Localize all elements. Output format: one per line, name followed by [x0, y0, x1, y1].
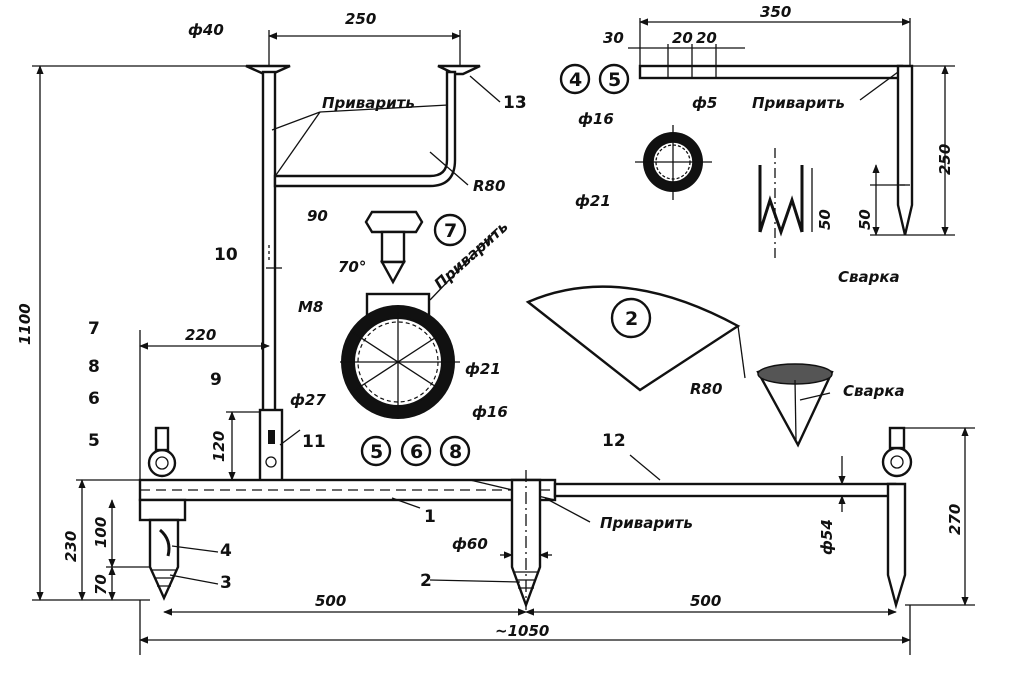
- dim-120: 120: [210, 431, 228, 462]
- dim-d27: ф27: [290, 391, 326, 409]
- dim-d16-small: ф16: [578, 110, 614, 128]
- part-10: 10: [214, 245, 238, 265]
- dim-350: 350: [760, 3, 791, 21]
- part-1: 1: [424, 507, 436, 527]
- part-3: 3: [220, 573, 232, 593]
- dim-d60: ф60: [452, 535, 488, 553]
- part-numbers: 1 2 3 4 5 6 7 8 9 10 11 12 13: [88, 93, 626, 593]
- collar-detail: [340, 210, 460, 419]
- part-11: 11: [302, 432, 326, 452]
- dim-500-right: 500: [690, 592, 721, 610]
- dimension-text: ф40 250 350 30 20 20 ф5 ф16 ф21 250 50 5…: [16, 3, 964, 640]
- part-13: 13: [503, 93, 527, 113]
- part-8: 8: [88, 357, 100, 377]
- upper-stand: [245, 64, 481, 488]
- circled-5-bottom: 5: [370, 441, 383, 463]
- circled-6: 6: [410, 441, 423, 463]
- dim-d21-big: ф21: [465, 360, 501, 378]
- circled-references: 4 5 7 2 5 6 8: [360, 63, 652, 467]
- part-5: 5: [88, 431, 100, 451]
- dim-250-top: 250: [345, 10, 376, 28]
- main-beam: [138, 426, 913, 610]
- circled-8: 8: [449, 441, 462, 463]
- part-6: 6: [88, 389, 100, 409]
- dim-500-left: 500: [315, 592, 346, 610]
- dim-1050: ~1050: [495, 622, 549, 640]
- dim-30: 30: [603, 29, 624, 47]
- part-9: 9: [210, 370, 222, 390]
- circled-2: 2: [625, 308, 638, 330]
- part-7: 7: [88, 319, 100, 339]
- dim-d21-small: ф21: [575, 192, 611, 210]
- svarka-label-cone: Сварка: [843, 382, 905, 400]
- weld-label-bottom: Приварить: [600, 514, 693, 532]
- circled-4: 4: [569, 69, 582, 91]
- dim-r80-sector: R80: [690, 380, 722, 398]
- dim-250-right: 250: [936, 144, 954, 175]
- sector-and-cone: [525, 285, 834, 448]
- dim-d5: ф5: [692, 94, 717, 112]
- dim-220: 220: [185, 326, 216, 344]
- circled-7: 7: [444, 220, 457, 242]
- dim-50-b: 50: [856, 209, 874, 230]
- dim-20a: 20: [672, 29, 693, 47]
- dimension-lines: [32, 18, 975, 655]
- weld-label-right-top: Приварить: [752, 94, 845, 112]
- dim-50-a: 50: [816, 209, 834, 230]
- dim-270: 270: [946, 504, 964, 535]
- dim-r80-top: R80: [473, 177, 505, 195]
- dim-d54: ф54: [818, 519, 836, 555]
- dim-m8: M8: [298, 298, 323, 316]
- circled-5-top: 5: [608, 69, 621, 91]
- part-12: 12: [602, 431, 626, 451]
- dim-70: 70: [92, 574, 110, 595]
- dim-d16-big: ф16: [472, 403, 508, 421]
- part-4: 4: [220, 541, 232, 561]
- dim-1100: 1100: [16, 303, 34, 345]
- weld-label-top: Приварить: [322, 94, 415, 112]
- dim-100: 100: [92, 517, 110, 548]
- dim-angle-90: 90: [307, 207, 328, 225]
- dim-d40: ф40: [188, 21, 224, 39]
- svarka-label-right: Сварка: [838, 268, 900, 286]
- dim-angle-70: 70°: [338, 258, 366, 276]
- dim-20b: 20: [696, 29, 717, 47]
- part-2: 2: [420, 571, 432, 591]
- detail-4-5: [635, 64, 914, 262]
- dim-230: 230: [62, 531, 80, 562]
